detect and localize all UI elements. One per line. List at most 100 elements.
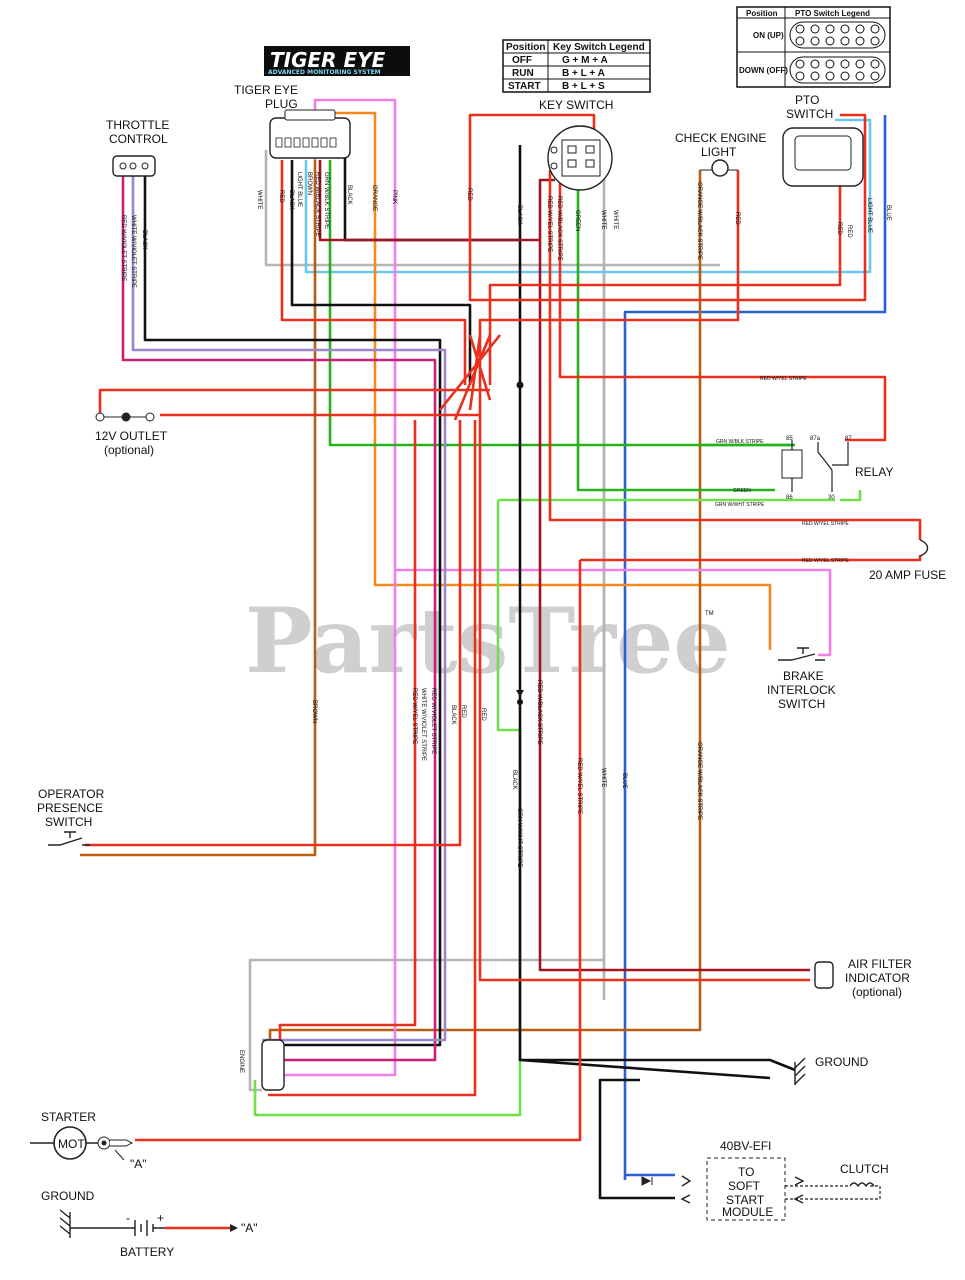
wire-junction-dot xyxy=(516,381,524,389)
wire-red-fan xyxy=(438,334,502,421)
wire-red-light xyxy=(478,170,810,982)
wire-red-engine xyxy=(268,420,477,1097)
tiger-eye-logo: TIGER EYE ADVANCED MONITORING SYSTEM xyxy=(264,46,410,76)
battery-terminal-a: "A" xyxy=(241,1221,258,1235)
relay-pin-85: 85 xyxy=(786,436,793,442)
watermark: PartsTree TM xyxy=(245,588,731,694)
wl-red-black-plug: RED W/BLACK STRIPE xyxy=(314,172,320,237)
operator-presence-switch: OPERATOR PRESENCE SWITCH xyxy=(37,787,105,846)
efi-module: 40BV-EFI TO SOFT START MODULE CLUTCH xyxy=(641,1139,889,1221)
wire-red-outlet xyxy=(98,388,490,417)
pto-legend-on: ON (UP) xyxy=(753,31,784,40)
brake-label-1: BRAKE xyxy=(783,669,824,683)
efi-label: 40BV-EFI xyxy=(720,1139,771,1153)
fuse-20amp: 20 AMP FUSE xyxy=(869,539,946,582)
wl-red-lower-1: RED xyxy=(460,705,466,718)
throttle-label-2: CONTROL xyxy=(109,132,168,146)
wl-red-yel-key: RED W/YEL STRIPE xyxy=(546,196,552,252)
check-engine-label-1: CHECK ENGINE xyxy=(675,131,766,145)
soft-start-4: MODULE xyxy=(722,1205,773,1219)
wl-white: WHITE xyxy=(256,190,262,209)
ground-left-label: GROUND xyxy=(41,1189,95,1203)
wire-blue xyxy=(623,115,887,1180)
wl-green-key: GREEN xyxy=(574,210,580,231)
wire-red-violet xyxy=(121,170,437,1062)
battery: - + "A" BATTERY xyxy=(70,1211,258,1259)
wl-grn-wht-lower: GRN W/WHT STRIPE xyxy=(516,808,522,867)
throttle-control: THROTTLE CONTROL xyxy=(106,118,169,177)
wire-red-yel-starter xyxy=(135,560,582,1142)
outlet-label-2: (optional) xyxy=(104,443,154,457)
wl-h-grn-wht: GRN W/WHT STRIPE xyxy=(715,502,765,508)
watermark-text: PartsTree xyxy=(245,588,731,694)
wire-brown xyxy=(80,160,317,857)
pto-switch-label-1: PTO xyxy=(795,93,819,107)
wl-orange: ORANGE xyxy=(371,185,377,211)
tiger-eye-plug-label-1: TIGER EYE xyxy=(234,83,298,97)
brake-label-2: INTERLOCK xyxy=(767,683,836,697)
wl-blue-pto: BLUE xyxy=(885,205,891,221)
outlet-12v: 12V OUTLET (optional) xyxy=(95,412,168,457)
wl-pink: PINK xyxy=(391,190,397,204)
wire-green xyxy=(328,160,795,492)
wire-white-violet xyxy=(131,170,447,1042)
wire-red-black xyxy=(318,160,810,972)
ground-right-label: GROUND xyxy=(815,1055,869,1069)
pto-switch: PTO SWITCH xyxy=(782,93,864,187)
throttle-label-1: THROTTLE xyxy=(106,118,169,132)
wl-blue-lower: BLUE xyxy=(621,773,627,789)
pto-legend-on-pins xyxy=(789,21,886,49)
wire-black-efi xyxy=(598,1078,675,1200)
wl-red-key: RED xyxy=(466,188,472,201)
tiger-eye-plug-label-2: PLUG xyxy=(265,97,298,111)
wire-labels: WHITE RED BLACK LIGHT BLUE BROWN RED W/B… xyxy=(120,172,891,867)
starter: MOT STARTER "A" xyxy=(30,1110,147,1171)
wl-white-key: WHITE xyxy=(600,210,606,229)
battery-plus: + xyxy=(157,1211,164,1225)
logo-subtitle: ADVANCED MONITORING SYSTEM xyxy=(268,69,381,76)
key-legend-run-value: B + L + A xyxy=(562,68,605,79)
relay: 85 87a 87 86 30 RELAY xyxy=(781,436,893,501)
wire-light-blue xyxy=(304,118,872,274)
key-legend-run: RUN xyxy=(512,68,534,79)
relay-pin-87: 87 xyxy=(845,436,852,442)
clutch-label: CLUTCH xyxy=(840,1162,889,1176)
wire-white-plug xyxy=(264,150,720,1000)
wire-red-yel-ops xyxy=(85,420,462,847)
fuse-label: 20 AMP FUSE xyxy=(869,568,946,582)
air-filter-label-2: INDICATOR xyxy=(845,971,910,985)
key-legend-header-position: Position xyxy=(506,42,545,53)
pto-switch-legend: Position PTO Switch Legend ON (UP) DOWN … xyxy=(736,6,891,88)
wl-orange-black: ORANGE W/BLACK STRIPE xyxy=(696,182,702,260)
wire-black-main xyxy=(143,145,796,1080)
wire-pink-engine xyxy=(270,570,397,1077)
relay-pin-87a: 87a xyxy=(810,436,821,442)
wl-orange-black-lower: ORANGE W/BLACK STRIPE xyxy=(696,742,702,820)
engine-connector: ENGINE xyxy=(238,1039,285,1091)
key-legend-off: OFF xyxy=(512,55,532,66)
air-filter-indicator: AIR FILTER INDICATOR (optional) xyxy=(814,957,912,999)
wl-red-blk-lower: RED W/BLACK STRIPE xyxy=(536,680,542,745)
key-legend-start-value: B + L + S xyxy=(562,81,605,92)
engine-label: ENGINE xyxy=(238,1050,244,1073)
soft-start-2: SOFT xyxy=(728,1179,761,1193)
soft-start-3: START xyxy=(726,1193,765,1207)
relay-pin-86: 86 xyxy=(786,495,793,501)
pto-legend-header-title: PTO Switch Legend xyxy=(795,9,870,18)
relay-label: RELAY xyxy=(855,465,893,479)
diode-junction-dot xyxy=(517,699,523,705)
wire-red-plug xyxy=(280,160,467,385)
starter-terminal-a: "A" xyxy=(130,1157,147,1171)
pto-switch-label-2: SWITCH xyxy=(786,107,833,121)
wl-brown-lower: BROWN xyxy=(311,700,317,723)
wl-black-diode: BLACK xyxy=(511,770,517,790)
wl-white-violet: WHITE W/VIOLET STRIPE xyxy=(130,215,136,288)
check-engine-light: CHECK ENGINE LIGHT xyxy=(675,131,766,177)
battery-minus: - xyxy=(126,1211,130,1225)
key-switch: KEY SWITCH xyxy=(539,98,613,191)
battery-label: BATTERY xyxy=(120,1245,174,1259)
starter-motor-label: MOT xyxy=(58,1137,85,1151)
wl-white-key-2: WHITE xyxy=(612,210,618,229)
wl-black-2: BLACK xyxy=(346,185,352,205)
